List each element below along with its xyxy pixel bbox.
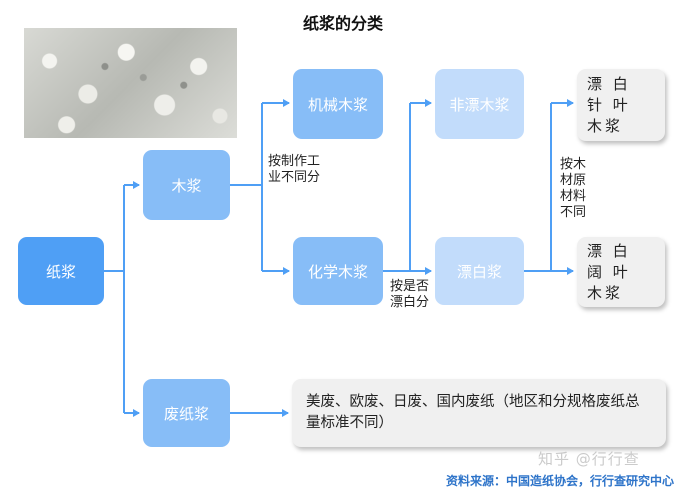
pulp-photo [24, 28, 237, 138]
node-waste-paper-pulp: 废纸浆 [143, 379, 230, 447]
node-unbleached-pulp: 非漂木浆 [435, 69, 524, 139]
watermark: 知乎 @行行查 [538, 450, 640, 468]
source-note: 资料来源：中国造纸协会，行行查研究中心 [445, 474, 674, 488]
label-by-process: 按制作工业不同分 [268, 154, 321, 185]
label-by-wood-material: 按木材原材料不同 [560, 157, 587, 220]
diagram-title: 纸浆的分类 [302, 14, 383, 33]
label-by-bleaching: 按是否漂白分 [390, 279, 430, 310]
node-paper-pulp: 纸浆 [18, 237, 104, 305]
node-bleached-softwood-pulp: 漂 白 针 叶 木浆 [577, 69, 665, 141]
node-wood-pulp: 木浆 [143, 150, 230, 220]
node-waste-paper-types: 美废、欧废、日废、国内废纸（地区和分规格废纸总量标准不同） [292, 379, 666, 447]
node-bleached-pulp: 漂白浆 [435, 237, 524, 305]
node-bleached-hardwood-pulp: 漂 白 阔 叶 木浆 [577, 237, 665, 307]
node-chemical-pulp: 化学木浆 [293, 237, 383, 305]
node-mechanical-pulp: 机械木浆 [293, 69, 383, 139]
